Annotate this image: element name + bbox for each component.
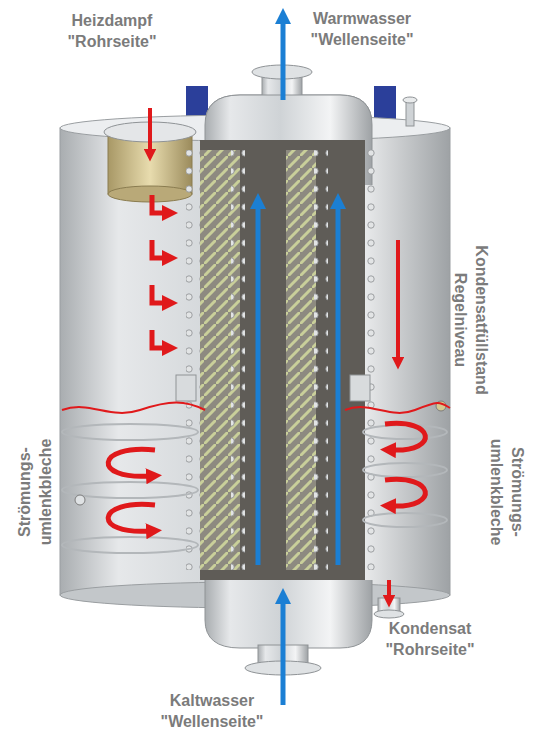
steam-arrow [152, 285, 166, 303]
flow-baffle [363, 513, 447, 527]
tube-bundle [200, 140, 365, 580]
flow-baffle [363, 463, 447, 477]
water-arrow [281, 600, 286, 705]
vent-pipe [406, 100, 414, 126]
nozzle-flange [374, 610, 404, 618]
water-arrow [281, 20, 286, 100]
water-arrow [256, 205, 261, 565]
sensor-port [75, 495, 85, 505]
callout-label: Heizdampf "Rohrseite" [68, 11, 157, 53]
level-line [62, 403, 205, 413]
tube-ends [231, 150, 245, 570]
vent-cap [403, 97, 417, 103]
tube-ends [314, 150, 328, 570]
callout-label: Kondensatfüllstand Regelniveau [449, 245, 491, 394]
tube-ends [365, 150, 379, 570]
level-line [345, 403, 450, 413]
callout-label: Kaltwasser "Wellenseite" [161, 691, 264, 733]
flow-baffle [62, 424, 198, 440]
support-bracket [176, 375, 196, 401]
callout-label: Strömungs- umlenkbleche [485, 439, 527, 546]
flow-turn-arrow [108, 504, 155, 531]
steam-arrow [152, 195, 166, 213]
steam-arrow [152, 240, 166, 258]
steam-arrow [396, 240, 400, 360]
support-bracket [350, 375, 370, 401]
water-head-bottom [205, 580, 372, 648]
flow-baffle [363, 425, 447, 439]
tube-hatch [286, 150, 316, 570]
callout-label: Kondensat "Rohrseite" [386, 619, 475, 661]
flow-baffle [62, 537, 198, 553]
callout-label: Strömungs- umlenkbleche [15, 439, 57, 546]
callout-label: Warmwasser "Wellenseite" [311, 9, 414, 51]
flow-turn-arrow [108, 449, 155, 476]
vessel-shell [60, 128, 450, 595]
steam-arrow [152, 330, 166, 348]
water-arrow [336, 205, 341, 565]
flow-turn-arrow [385, 479, 425, 506]
flow-turn-arrow [385, 423, 425, 450]
condensate-arrow [387, 580, 391, 598]
steam-arrow [148, 108, 152, 152]
tube-ends [186, 150, 200, 570]
